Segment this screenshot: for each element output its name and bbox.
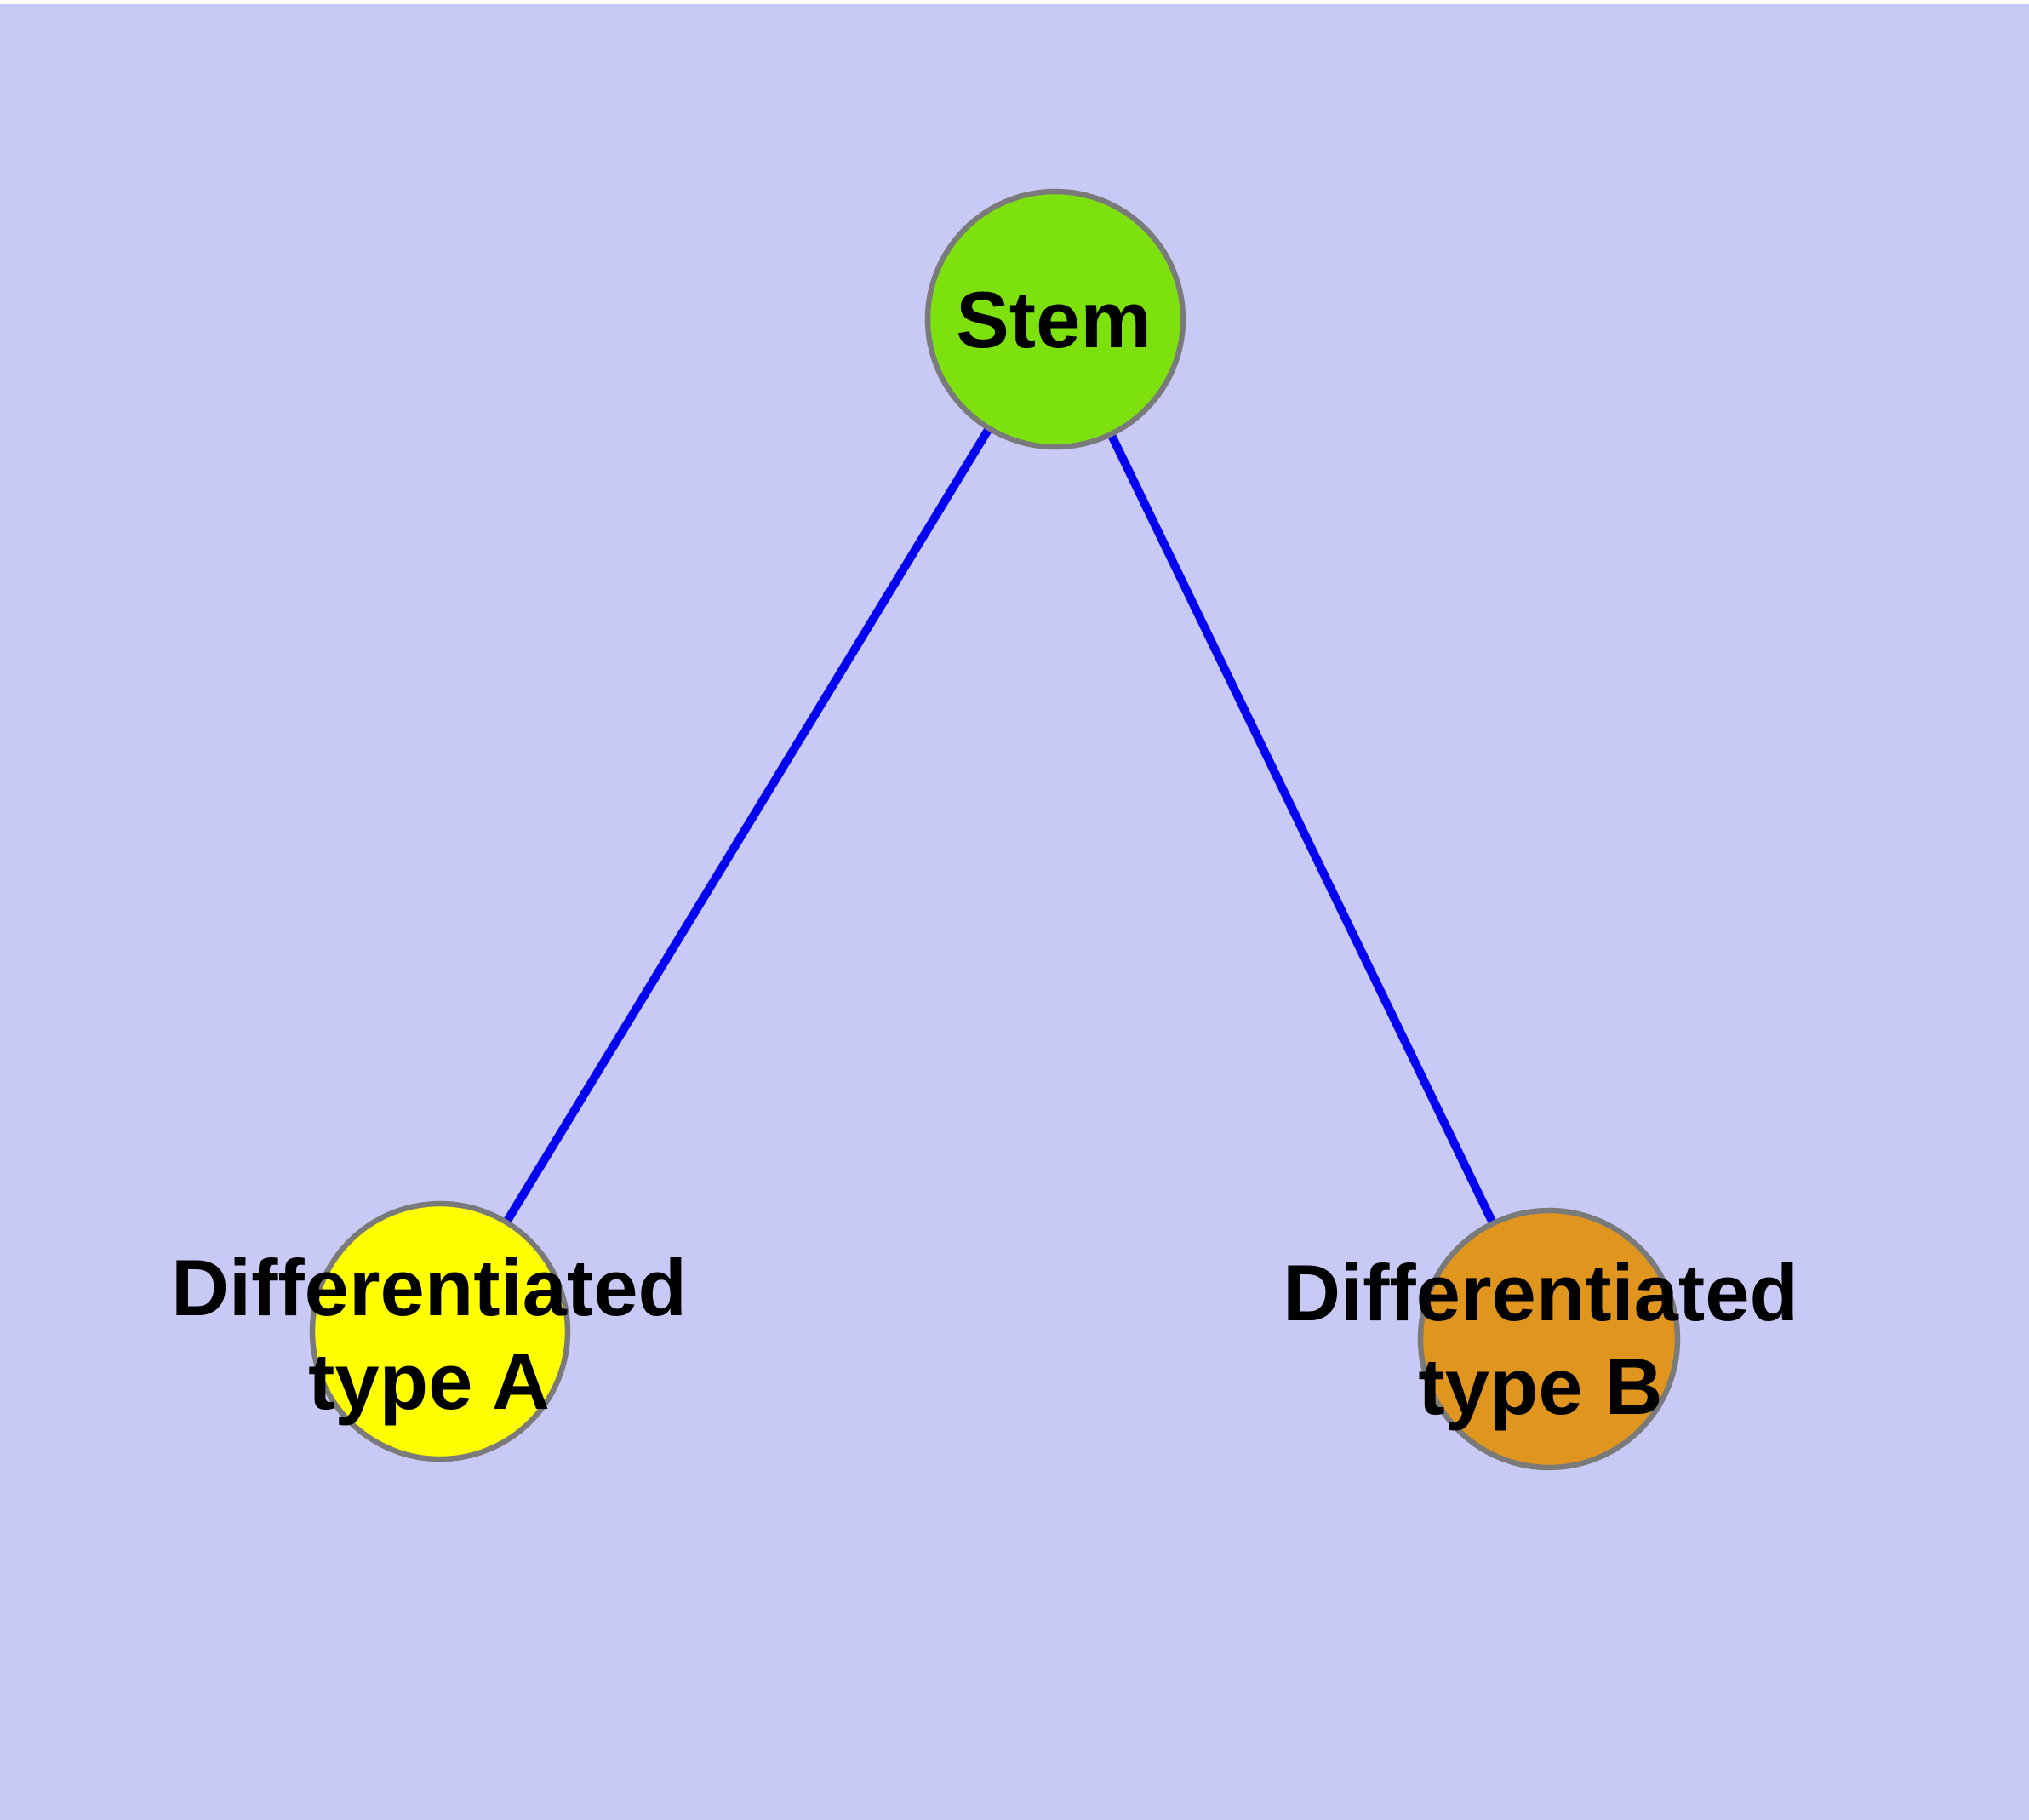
edge-stem-to-type-b	[1051, 317, 1553, 1342]
node-label-type-b-line2: type B	[1418, 1342, 1663, 1431]
node-label-type-a-line1: Differentiated	[171, 1243, 687, 1332]
node-differentiated-type-b	[1417, 1207, 1681, 1471]
node-differentiated-type-a	[309, 1200, 571, 1462]
node-label-type-a-line2: type A	[308, 1336, 550, 1426]
edge-stem-to-type-a	[436, 317, 1060, 1334]
node-label-differentiated-type-b: Differentiated type B	[1283, 1246, 1798, 1434]
node-label-stem-text: Stem	[956, 275, 1152, 364]
node-label-stem: Stem	[956, 273, 1152, 367]
top-white-strip	[0, 0, 2029, 4]
node-label-type-b-line1: Differentiated	[1283, 1248, 1798, 1337]
node-stem	[924, 188, 1186, 450]
node-label-differentiated-type-a: Differentiated type A	[171, 1241, 687, 1428]
